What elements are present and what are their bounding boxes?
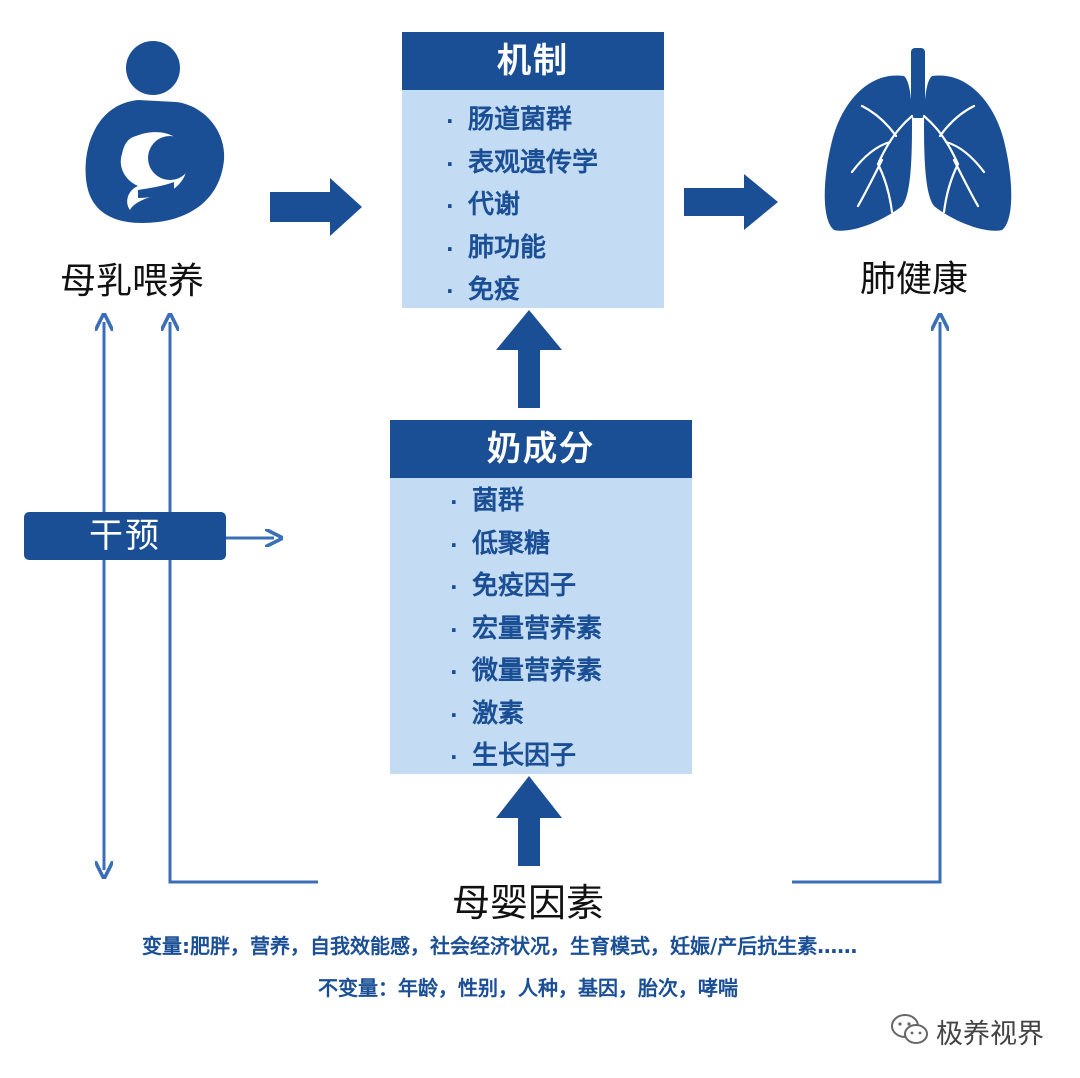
milk-component-item: · 免疫因子 bbox=[450, 566, 602, 609]
mechanism-item: · 免疫 bbox=[446, 270, 598, 313]
arrow-milk-to-mechanism bbox=[496, 310, 562, 408]
bullet-icon: · bbox=[446, 109, 454, 133]
milk-components-box: · 菌群 · 低聚糖 · 免疫因子 · 宏量营养素 · 微量营养素 · 激素 · 生长因子 bbox=[390, 478, 692, 774]
invariables-footnote: 不变量：年龄，性别，人种，基因，胎次，哮喘 bbox=[318, 976, 738, 1000]
arrow-breastfeeding-to-mechanism bbox=[270, 178, 362, 236]
lungs-icon bbox=[824, 48, 1012, 231]
mechanism-item-label: 代谢 bbox=[468, 190, 521, 220]
milk-component-item-label: 菌群 bbox=[472, 486, 525, 516]
milk-component-item-label: 低聚糖 bbox=[472, 528, 551, 559]
bullet-icon: · bbox=[450, 745, 458, 769]
arrow-factors-to-milk bbox=[496, 776, 562, 866]
bullet-icon: · bbox=[450, 617, 458, 642]
breastfeeding-label: 母乳喂养 bbox=[60, 261, 205, 302]
mechanism-item-label: 肠道菌群 bbox=[468, 105, 573, 135]
milk-component-item-label: 宏量营养素 bbox=[472, 613, 603, 644]
lung-health-label: 肺健康 bbox=[860, 259, 969, 300]
milk-component-item: · 宏量营养素 bbox=[450, 609, 602, 652]
milk-component-item-label: 免疫因子 bbox=[472, 571, 577, 601]
line-factors-to-breastfeeding bbox=[170, 322, 318, 884]
intervention-label: 干预 bbox=[24, 512, 226, 560]
bullet-icon: · bbox=[446, 194, 454, 218]
milk-component-item: · 生长因子 bbox=[450, 736, 602, 779]
mechanism-list: · 肠道菌群 · 表观遗传学 · 代谢 · 肺功能 · 免疫 bbox=[446, 100, 598, 313]
wechat-icon bbox=[891, 1014, 928, 1044]
line-factors-to-lung bbox=[792, 322, 940, 884]
milk-component-item-label: 激素 bbox=[472, 698, 525, 729]
bullet-icon: · bbox=[450, 575, 458, 599]
bullet-icon: · bbox=[446, 279, 454, 303]
mechanism-item: · 肠道菌群 bbox=[446, 100, 598, 143]
mechanism-item: · 代谢 bbox=[446, 185, 598, 228]
arrow-mechanism-to-lung bbox=[684, 174, 778, 230]
bullet-icon: · bbox=[450, 532, 458, 557]
milk-components-title: 奶成分 bbox=[390, 420, 692, 478]
mechanism-item-label: 免疫 bbox=[468, 275, 521, 305]
mechanism-item-label: 肺功能 bbox=[468, 232, 547, 263]
breastfeeding-icon bbox=[85, 41, 225, 223]
maternal-infant-factors-label: 母婴因素 bbox=[452, 881, 605, 925]
mechanism-title: 机制 bbox=[402, 32, 664, 90]
milk-component-item: · 激素 bbox=[450, 694, 602, 737]
variables-footnote: 变量:肥胖，营养，自我效能感，社会经济状况，生育模式，妊娠/产后抗生素…… bbox=[142, 934, 858, 958]
mechanism-item-label: 表观遗传学 bbox=[468, 147, 599, 178]
milk-component-item-label: 微量营养素 bbox=[472, 656, 603, 686]
milk-component-item: · 微量营养素 bbox=[450, 651, 602, 694]
milk-components-list: · 菌群 · 低聚糖 · 免疫因子 · 宏量营养素 · 微量营养素 · 激素 · 生长因子 bbox=[450, 481, 602, 779]
milk-component-item-label: 生长因子 bbox=[472, 741, 577, 771]
bullet-icon: · bbox=[450, 702, 458, 727]
milk-component-item: · 菌群 bbox=[450, 481, 602, 524]
mechanism-box: · 肠道菌群 · 表观遗传学 · 代谢 · 肺功能 · 免疫 bbox=[402, 90, 664, 308]
bullet-icon: · bbox=[446, 236, 454, 261]
bullet-icon: · bbox=[446, 151, 454, 176]
mechanism-item: · 表观遗传学 bbox=[446, 143, 598, 186]
bullet-icon: · bbox=[450, 490, 458, 514]
mechanism-item: · 肺功能 bbox=[446, 228, 598, 271]
bullet-icon: · bbox=[450, 660, 458, 684]
milk-component-item: · 低聚糖 bbox=[450, 524, 602, 567]
watermark-text: 极养视界 bbox=[936, 1019, 1044, 1050]
